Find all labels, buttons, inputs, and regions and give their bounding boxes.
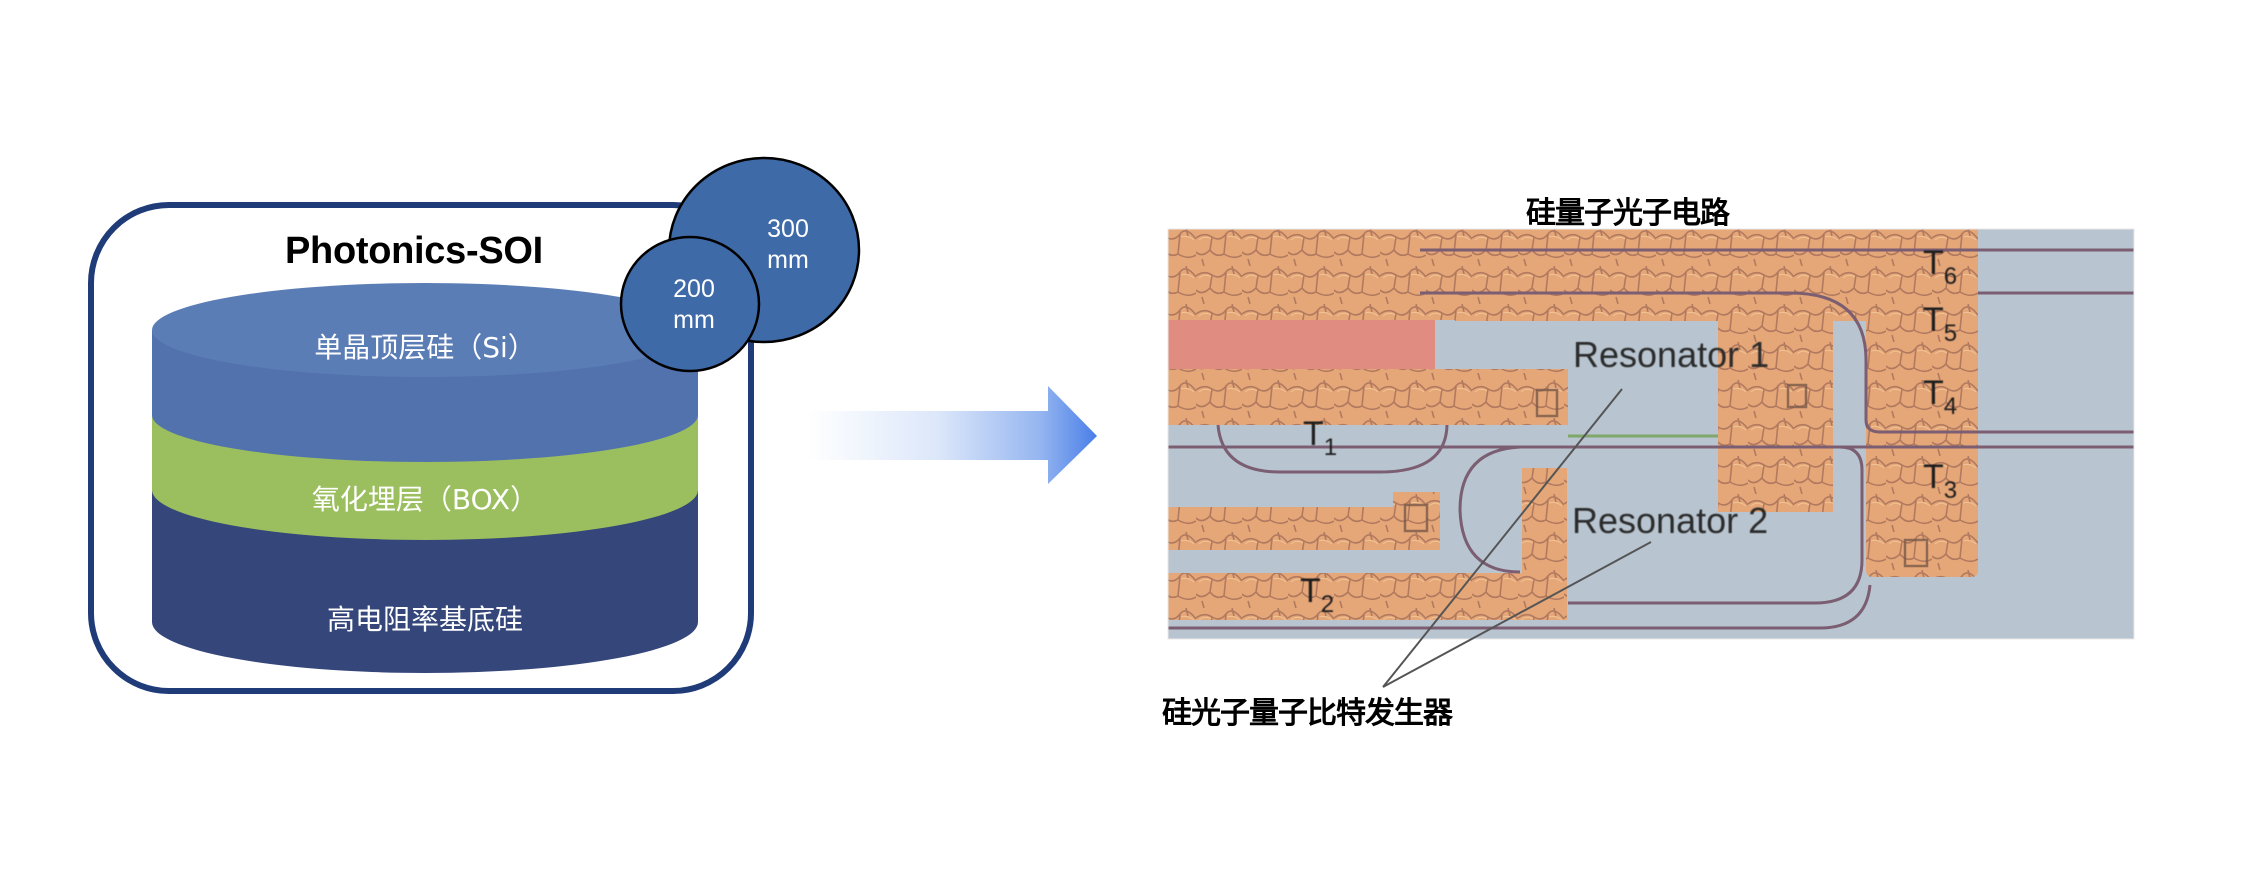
leader-line-resonator-2 [1382, 541, 1652, 688]
substrate-layer [152, 490, 698, 673]
wafer-200mm [619, 235, 761, 373]
terminal-t5-sub: 5 [1943, 320, 1958, 347]
pad-3 [1786, 383, 1808, 409]
waveguide-top-2 [1420, 291, 2134, 434]
resonator-2-label: Resonator 2 [1572, 500, 1769, 541]
leader-line-resonator-1 [1382, 388, 1623, 688]
t1-ring [1216, 424, 1449, 474]
metal-t2-row [1168, 573, 1567, 620]
right-arrow-icon [808, 386, 1097, 484]
wafer-200mm-unit: mm [673, 306, 715, 334]
metal-t1-row [1168, 369, 1568, 425]
terminal-t3: T3 [1923, 458, 1957, 505]
terminal-t2: T2 [1300, 572, 1334, 619]
metal-pad-left [1393, 492, 1440, 550]
pad-1 [1535, 388, 1559, 418]
soi-title: Photonics-SOI [285, 230, 543, 272]
terminal-t5: T5 [1923, 301, 1957, 348]
si-layer-label: 单晶顶层硅（Si） [314, 331, 536, 364]
gap-strip [1833, 322, 1862, 522]
wafer-300mm-size: 300 [767, 215, 809, 243]
wafer-200mm-size: 200 [673, 275, 715, 303]
metal-center-column [1718, 300, 1833, 512]
pad-4 [1903, 538, 1929, 568]
terminal-t2-sub: 2 [1320, 591, 1335, 618]
terminal-t1-base: T [1303, 415, 1324, 453]
terminal-t3-base: T [1923, 458, 1944, 496]
terminal-t6: T6 [1923, 244, 1957, 291]
terminal-t6-base: T [1923, 244, 1944, 282]
heater-gap [1435, 320, 1455, 369]
wafer-200mm-label: 200 mm [644, 274, 744, 336]
terminal-t1: T1 [1303, 415, 1337, 462]
bottom-waveguide [1168, 584, 1872, 630]
terminal-t4-base: T [1923, 374, 1944, 412]
metal-vertical-feed [1522, 468, 1567, 620]
terminal-t3-sub: 3 [1943, 477, 1958, 504]
heater-bar [1168, 320, 1435, 369]
resonator-1-label: Resonator 1 [1573, 334, 1770, 375]
circuit-title: 硅量子光子电路 [1526, 196, 1730, 231]
qubit-generator-label: 硅光子量子比特发生器 [1162, 696, 1453, 731]
terminal-t1-sub: 1 [1323, 434, 1338, 461]
terminal-t2-base: T [1300, 572, 1321, 610]
pad-2 [1403, 503, 1429, 533]
metal-right-column [1866, 229, 1978, 577]
terminal-t6-sub: 6 [1943, 263, 1958, 290]
metal-top-band [1168, 229, 1978, 321]
terminal-t4: T4 [1923, 374, 1957, 421]
terminal-t5-base: T [1923, 301, 1944, 339]
wafer-300mm-unit: mm [767, 246, 809, 274]
substrate-layer-label: 高电阻率基底硅 [326, 603, 523, 636]
resonator-1-region [1568, 321, 1718, 433]
box-layer-label: 氧化埋层（BOX） [311, 483, 539, 516]
terminal-t4-sub: 4 [1943, 393, 1958, 420]
resonator-2-ring [1458, 445, 1521, 574]
micrograph-border [1167, 228, 2135, 640]
si-top-face [152, 283, 698, 377]
wafer-300mm-label: 300 mm [738, 214, 838, 276]
resonator-2-lower [1568, 445, 1864, 605]
